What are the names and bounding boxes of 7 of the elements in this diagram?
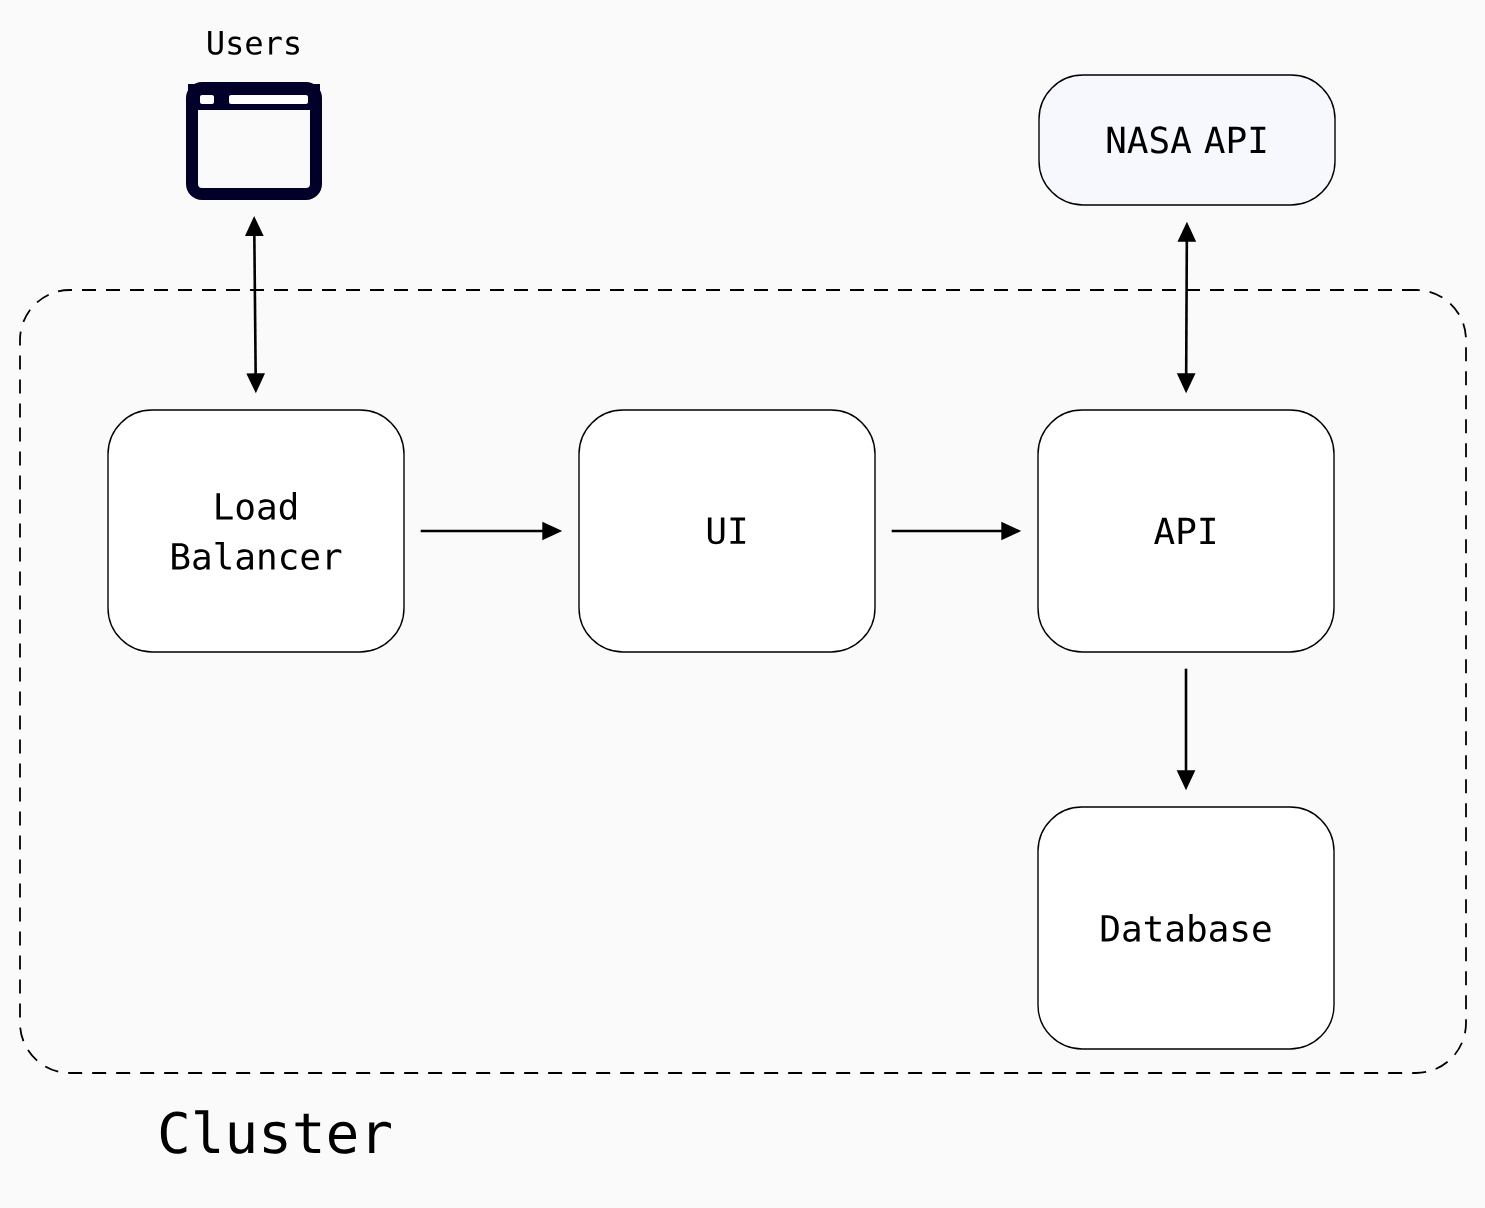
process-box: NASA API <box>1038 74 1336 206</box>
process-box: Database <box>1037 806 1335 1050</box>
process-box: UI <box>578 409 876 653</box>
process-box: API <box>1037 409 1335 653</box>
process-box: Load Balancer <box>107 409 405 653</box>
cluster-label: Cluster <box>160 1110 391 1154</box>
node-label: Users <box>208 31 299 55</box>
